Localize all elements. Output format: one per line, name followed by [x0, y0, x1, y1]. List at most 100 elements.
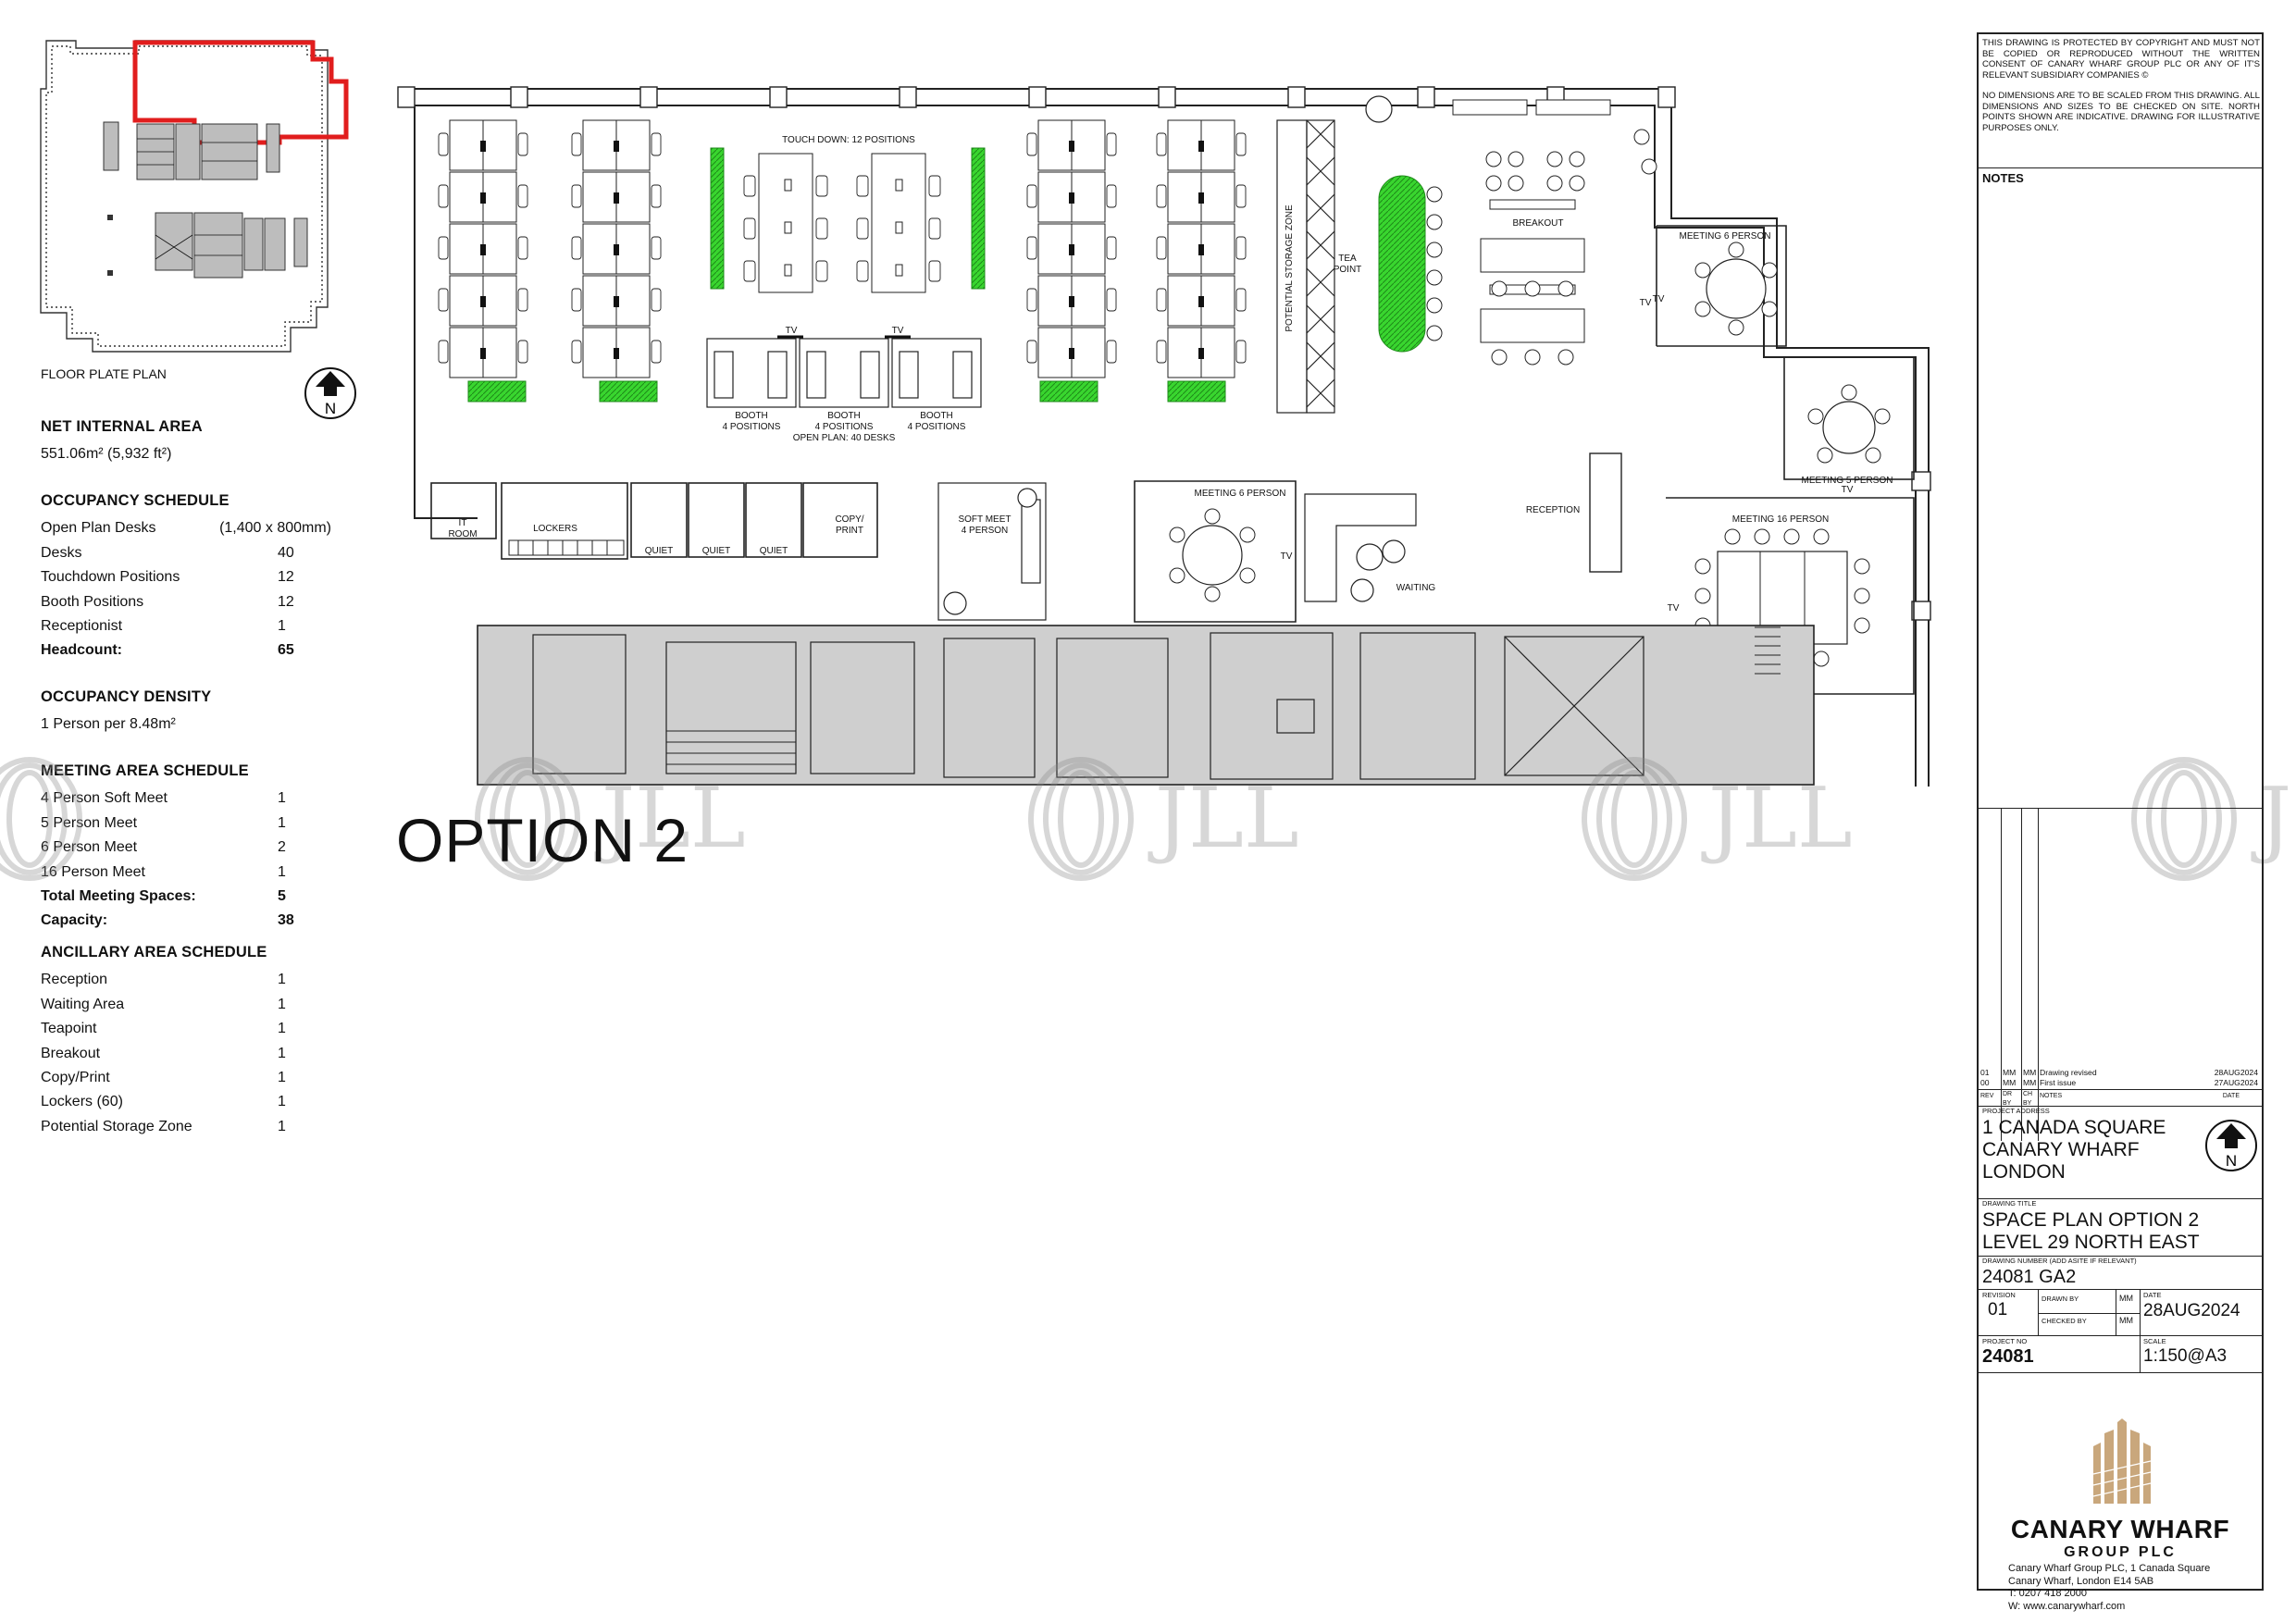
row-value: 1 — [278, 1045, 286, 1061]
company-name: CANARY WHARF — [2010, 1515, 2230, 1543]
row-label: Booth Positions — [41, 593, 144, 610]
row-value: 1 — [278, 1021, 286, 1037]
breakout-label: BREAKOUT — [1512, 218, 1563, 229]
row-label: Lockers (60) — [41, 1094, 123, 1110]
project-no-value: 24081 — [1982, 1346, 2034, 1367]
rev-checked-by: MM — [2023, 1068, 2037, 1077]
booth-label: BOOTH — [827, 411, 861, 421]
address-line: CANARY WHARF — [1982, 1139, 2140, 1160]
rev-note: First issue — [2040, 1078, 2077, 1087]
tv-label: TV — [892, 326, 904, 336]
notes-head: NOTES — [2040, 1093, 2063, 1099]
row-value: 1 — [278, 617, 286, 634]
point-label: POINT — [1334, 265, 1362, 275]
company-address: Canary Wharf Group PLC, 1 Canada Square … — [2008, 1563, 2210, 1613]
row-label: 5 Person Meet — [41, 814, 138, 831]
row-value: 1 — [278, 1118, 286, 1134]
row-value: 40 — [278, 544, 294, 561]
rev-head: REV — [1980, 1093, 1994, 1099]
booth-positions: 4 POSITIONS — [723, 422, 781, 432]
jll-watermark: JLL — [1582, 757, 1853, 881]
tv-label: TV — [786, 326, 798, 336]
total-meeting-row: Total Meeting Spaces: 5 — [41, 885, 318, 909]
rev-number: 01 — [1980, 1068, 1990, 1077]
ancillary-rooms — [430, 482, 878, 560]
row-label: Receptionist — [41, 617, 123, 634]
address-line: 1 CANADA SQUARE — [1982, 1117, 2166, 1138]
rev-date: 27AUG2024 — [2214, 1078, 2258, 1087]
address-line: Canary Wharf, London E14 5AB — [2008, 1575, 2154, 1587]
notes-heading: NOTES — [1982, 171, 2024, 185]
row-value: 5 — [278, 887, 286, 904]
tea-label: TEA — [1338, 254, 1357, 264]
rev-date: 28AUG2024 — [2214, 1068, 2258, 1077]
north-letter: N — [325, 400, 336, 417]
row-label: Waiting Area — [41, 996, 125, 1012]
waiting-sofa — [1304, 493, 1417, 602]
schedule-row: Waiting Area 1 — [41, 993, 318, 1017]
open-plan-label: Open Plan Desks — [41, 520, 156, 537]
reception-desk — [1589, 452, 1622, 573]
title-block: THIS DRAWING IS PROTECTED BY COPYRIGHT A… — [1977, 32, 2264, 1612]
jll-watermark — [0, 757, 82, 881]
north-letter: N — [2226, 1152, 2237, 1170]
lockers-label: LOCKERS — [533, 524, 577, 534]
ancillary-heading: ANCILLARY AREA SCHEDULE — [41, 944, 267, 960]
ch-head: CH BY — [2023, 1091, 2033, 1107]
net-internal-area: NET INTERNAL AREA 551.06m² (5,932 ft²) — [41, 415, 300, 467]
soft-meet-persons: 4 PERSON — [962, 526, 1009, 536]
breakout-furniture — [1452, 99, 1611, 343]
row-value: 38 — [278, 912, 294, 929]
open-plan-size: (1,400 x 800mm) — [219, 520, 331, 537]
floor-plate-key-plan — [40, 40, 349, 353]
row-label: Desks — [41, 544, 82, 561]
row-value: 1 — [278, 863, 286, 880]
jll-watermark: JLL — [475, 757, 746, 881]
drawing-title-line: LEVEL 29 NORTH EAST — [1982, 1232, 2200, 1253]
tv-label: TV — [1640, 298, 1652, 308]
copyright-text: THIS DRAWING IS PROTECTED BY COPYRIGHT A… — [1982, 38, 2260, 81]
tv-label: TV — [1842, 485, 1854, 495]
jll-watermark: JLL — [2131, 757, 2296, 881]
quiet-label: QUIET — [702, 546, 731, 556]
watermark-text: JLL — [1148, 770, 1299, 867]
soft-meet-room — [937, 482, 1047, 621]
project-address-label: PROJECT ADDRESS — [1982, 1107, 2050, 1115]
scale-value: 1:150@A3 — [2143, 1346, 2228, 1366]
meeting-room-6-north — [1656, 225, 1787, 347]
schedule-row: Potential Storage Zone 1 — [41, 1115, 318, 1139]
checked-by-label: CHECKED BY — [2042, 1317, 2087, 1325]
revision-value: 01 — [1988, 1300, 2008, 1319]
date-label: DATE — [2143, 1291, 2162, 1299]
drawn-by-label: DRAWN BY — [2042, 1295, 2079, 1303]
waiting-label: WAITING — [1396, 583, 1436, 593]
meeting-area-schedule: MEETING AREA SCHEDULE 4 Person Soft Meet… — [41, 759, 318, 934]
copyright-notice: THIS DRAWING IS PROTECTED BY COPYRIGHT A… — [1982, 38, 2260, 133]
row-label: Capacity: — [41, 912, 108, 929]
booth-label: BOOTH — [920, 411, 953, 421]
row-value: 1 — [278, 996, 286, 1012]
reception-label: RECEPTION — [1526, 505, 1580, 515]
watermark-text: JLL — [1701, 770, 1853, 867]
rev-number: 00 — [1980, 1078, 1990, 1087]
row-label: Potential Storage Zone — [41, 1118, 192, 1134]
project-no-label: PROJECT NO — [1982, 1337, 2028, 1345]
room-label: ROOM — [448, 529, 477, 539]
nia-heading: NET INTERNAL AREA — [41, 418, 203, 435]
booth-label: BOOTH — [735, 411, 768, 421]
row-label: Breakout — [41, 1045, 101, 1061]
row-value: 65 — [278, 642, 294, 659]
row-label: Total Meeting Spaces: — [41, 887, 196, 904]
meeting-6-label: MEETING 6 PERSON — [1195, 489, 1286, 499]
tv-label: TV — [1281, 551, 1293, 562]
row-label: 6 Person Meet — [41, 839, 138, 856]
schedule-row: Lockers (60)1 — [41, 1090, 318, 1114]
meeting-6-label: MEETING 6 PERSON — [1680, 231, 1771, 242]
revision-label: REVISION — [1982, 1291, 2016, 1299]
checked-by-value: MM — [2119, 1316, 2133, 1325]
